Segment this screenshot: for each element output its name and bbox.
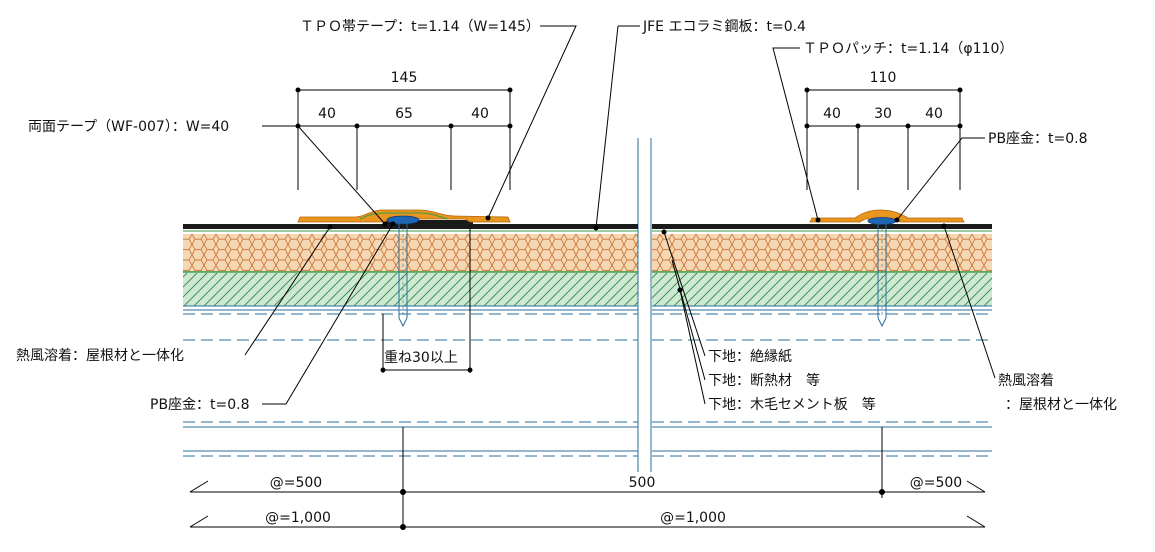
insulation-layer-right [652,234,992,272]
leader-lines [244,25,996,405]
layer-stack-left [183,234,638,307]
label-pb-washer-left: PB座金：t=0.8 [150,397,250,413]
screw-right-icon [877,222,887,328]
dim-right-a: 40 [823,106,841,122]
overlap-dimension: 重ね30以上 [380,229,473,373]
bottom-dimension-1000: @=1,000 @=1,000 [189,510,986,530]
label-hot-air-left: 熱風溶着：屋根材と一体化 [16,348,184,364]
label-base-paper: 下地：絶縁紙 [708,349,792,365]
overlap-label: 重ね30以上 [384,350,458,366]
dim-bottom-500-right: @=500 [910,475,962,491]
insulation-layer-left [183,234,638,272]
pb-washer-right-icon [867,217,897,225]
cement-board-layer-left [183,273,638,306]
layer-stack-right [652,234,992,307]
label-double-tape: 両面テープ（WF-007）：W=40 [28,119,229,135]
dim-bottom-1000-left: @=1,000 [265,510,331,526]
dim-right-total: 110 [870,70,897,86]
dim-left-a: 40 [318,106,336,122]
substrate-lines [183,309,992,457]
label-jfe-sheet: JFE エコラミ鋼板：t=0.4 [642,19,806,35]
label-base-insulation: 下地：断熱材 等 [708,372,820,389]
dim-left-c: 40 [471,106,489,122]
pb-washer-left-icon [386,215,420,225]
label-tpo-patch: ＴＰＯパッチ：t=1.14（φ110） [803,41,1013,57]
tpo-patch-right [809,209,965,223]
dim-right-b: 30 [874,106,892,122]
bottom-dimension-500: @=500 500 @=500 [189,427,986,530]
label-pb-washer-right: PB座金：t=0.8 [988,131,1088,147]
label-base-cement: 下地：木毛セメント板 等 [708,396,876,413]
dim-bottom-1000-right: @=1,000 [660,510,726,526]
dim-bottom-500-mid: 500 [629,475,656,491]
dim-right-c: 40 [925,106,943,122]
label-hot-air-right-2: ：屋根材と一体化 [1005,397,1117,413]
label-hot-air-right-1: 熱風溶着 [998,373,1054,389]
dim-left-b: 65 [395,106,413,122]
label-tpo-tape: ＴＰＯ帯テープ：t=1.14（W=145） [300,19,540,35]
dimension-right: 110 40 30 40 [804,70,963,190]
break-line [637,138,652,472]
screw-left-icon [398,222,408,328]
dim-left-total: 145 [391,70,418,86]
dim-bottom-500-left: @=500 [270,475,322,491]
roof-sheet [183,220,992,232]
cement-board-layer-right [652,273,992,306]
dimension-left: 145 40 65 40 [295,70,513,190]
